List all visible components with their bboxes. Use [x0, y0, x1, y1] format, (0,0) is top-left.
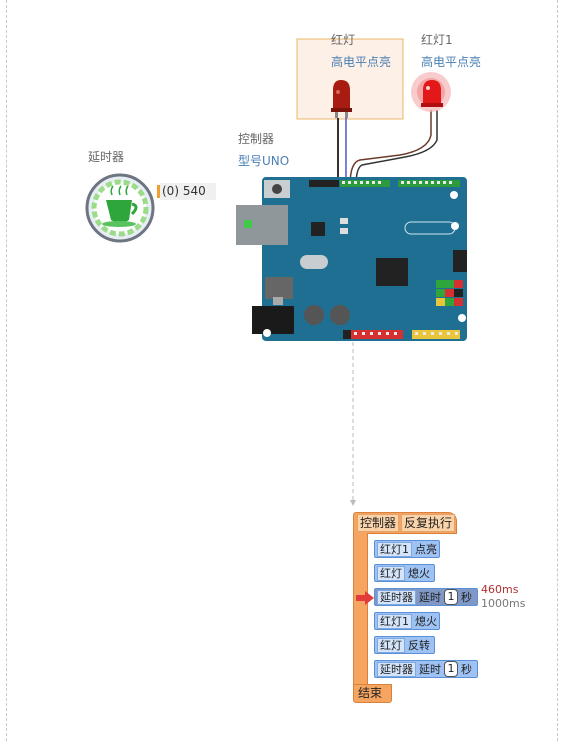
program-block-1[interactable]: 红灯1 点亮 — [374, 540, 440, 558]
program-end-block[interactable]: 结束 — [353, 684, 392, 703]
total-time: 1000ms — [481, 597, 526, 610]
arduino-uno-board — [236, 177, 467, 341]
block-action: 反转 — [408, 639, 430, 652]
program-spine — [353, 533, 368, 685]
timer-cup-icon — [85, 173, 155, 243]
led-red-mode[interactable]: 高电平点亮 — [331, 55, 392, 69]
delay-label: 延时器 — [88, 150, 125, 164]
block-unit: 秒 — [461, 663, 472, 676]
elapsed-time: 460ms — [481, 583, 519, 596]
delay-seconds-input[interactable]: 1 — [444, 589, 458, 605]
red-led-1-icon — [411, 72, 451, 112]
block-unit: 秒 — [461, 591, 472, 604]
delay-value: (0) 540 — [160, 183, 216, 200]
block-target: 红灯 — [377, 565, 405, 581]
block-action: 熄火 — [415, 615, 437, 628]
controller-label: 控制器 — [238, 132, 275, 146]
wire-led1-ground — [355, 110, 438, 187]
block-action: 熄火 — [408, 567, 430, 580]
connector-arrowhead-icon — [350, 500, 356, 506]
program-block-3[interactable]: 延时器 延时 1 秒 — [374, 588, 478, 606]
led-red1-label: 红灯1 — [421, 33, 453, 47]
right-guide-line — [557, 0, 558, 741]
block-action: 延时 — [419, 663, 441, 676]
program-loop-tag: 反复执行 — [401, 514, 456, 532]
block-target: 红灯1 — [377, 613, 412, 629]
program-block-5[interactable]: 红灯 反转 — [374, 636, 435, 654]
led-red-label: 红灯 — [331, 33, 356, 47]
program-controller-tag: 控制器 — [357, 514, 400, 532]
execution-pointer-icon — [356, 591, 374, 605]
block-target: 红灯 — [377, 637, 405, 653]
program-header-block[interactable]: 控制器 反复执行 — [353, 512, 457, 534]
block-target: 红灯1 — [377, 541, 412, 557]
delay-seconds-input[interactable]: 1 — [444, 661, 458, 677]
block-action: 延时 — [419, 591, 441, 604]
program-block-4[interactable]: 红灯1 熄火 — [374, 612, 440, 630]
delay-value-marker — [157, 185, 160, 198]
block-target: 延时器 — [377, 661, 416, 677]
led-red1-mode[interactable]: 高电平点亮 — [421, 55, 482, 69]
red-led-icon — [331, 80, 352, 118]
left-guide-line — [6, 0, 7, 741]
program-block-6[interactable]: 延时器 延时 1 秒 — [374, 660, 478, 678]
block-action: 点亮 — [415, 543, 437, 556]
program-block-2[interactable]: 红灯 熄火 — [374, 564, 435, 582]
wire-led1-signal — [349, 110, 432, 187]
controller-model[interactable]: 型号UNO — [238, 154, 290, 168]
block-target: 延时器 — [377, 589, 416, 605]
